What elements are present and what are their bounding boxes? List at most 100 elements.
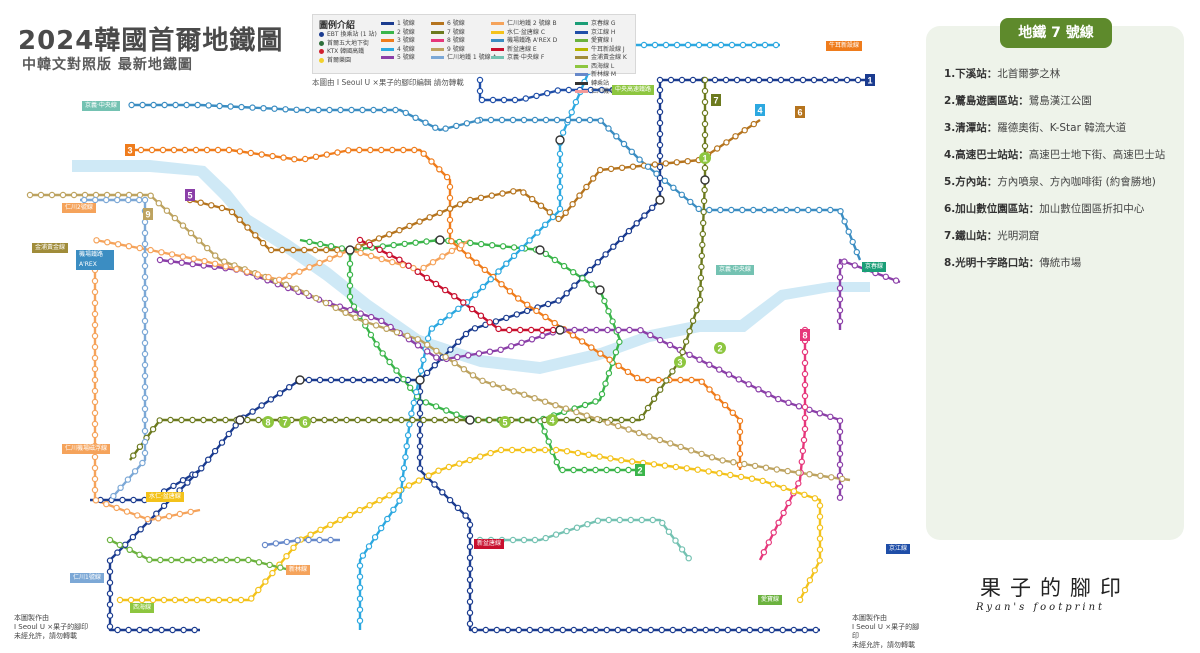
station-marker bbox=[644, 404, 652, 412]
station-marker bbox=[110, 492, 117, 500]
station-marker bbox=[686, 351, 693, 358]
station-marker bbox=[429, 259, 437, 266]
station-marker bbox=[466, 576, 474, 584]
station-marker bbox=[656, 76, 664, 84]
station-marker bbox=[147, 192, 154, 199]
station-marker bbox=[233, 265, 240, 273]
station-marker bbox=[366, 502, 373, 509]
station-marker bbox=[356, 584, 364, 591]
station-marker bbox=[454, 353, 461, 361]
station-marker bbox=[487, 449, 494, 457]
station-marker bbox=[662, 41, 670, 49]
station-marker bbox=[136, 551, 143, 559]
list-item: 6.加山數位園區站：加山數位園區折扣中心 bbox=[944, 203, 1145, 215]
station-marker bbox=[656, 86, 664, 94]
station-marker bbox=[179, 556, 186, 564]
station-marker bbox=[203, 244, 211, 252]
station-marker bbox=[592, 398, 599, 405]
station-marker bbox=[191, 626, 198, 634]
station-marker bbox=[497, 446, 505, 454]
station-marker bbox=[708, 454, 716, 461]
station-marker bbox=[816, 502, 824, 509]
station-marker bbox=[748, 475, 756, 482]
station-marker bbox=[772, 206, 779, 214]
station-marker bbox=[607, 455, 614, 462]
station-marker bbox=[114, 626, 121, 634]
station-marker bbox=[836, 318, 844, 325]
station-marker bbox=[706, 386, 713, 393]
station-marker bbox=[586, 266, 594, 274]
station-marker bbox=[404, 332, 411, 339]
station-marker bbox=[801, 425, 809, 433]
station-marker bbox=[596, 453, 603, 460]
station-marker bbox=[796, 596, 804, 604]
station-marker bbox=[141, 262, 149, 270]
station-marker bbox=[91, 431, 99, 439]
station-marker bbox=[474, 117, 481, 124]
station-marker bbox=[91, 387, 99, 395]
station-marker bbox=[446, 496, 454, 504]
station-marker bbox=[321, 416, 328, 424]
station-marker bbox=[91, 299, 99, 307]
legend-line: 6 號線 bbox=[431, 20, 465, 28]
station-marker bbox=[171, 596, 179, 604]
tag-gyeongchun: 京春線 bbox=[862, 262, 887, 272]
station-marker bbox=[261, 541, 269, 549]
station-marker bbox=[694, 466, 701, 473]
station-marker bbox=[816, 513, 824, 520]
line7-highlight-marker: 8 bbox=[262, 416, 274, 428]
station-marker bbox=[513, 311, 521, 318]
station-marker bbox=[711, 76, 719, 84]
station-marker bbox=[464, 252, 472, 259]
station-marker bbox=[359, 552, 367, 559]
station-marker bbox=[585, 451, 592, 458]
station-marker bbox=[197, 199, 204, 206]
station-marker bbox=[123, 508, 131, 515]
station-marker bbox=[678, 191, 686, 198]
station-marker bbox=[136, 191, 144, 199]
station-marker bbox=[432, 124, 439, 131]
station-marker bbox=[412, 239, 419, 246]
station-marker bbox=[770, 529, 777, 536]
station-marker bbox=[572, 98, 580, 106]
station-marker bbox=[472, 291, 479, 298]
station-marker bbox=[801, 403, 809, 411]
station-marker bbox=[347, 306, 354, 314]
station-marker bbox=[788, 76, 796, 84]
station-marker bbox=[141, 229, 149, 237]
station-marker bbox=[465, 352, 472, 359]
station-marker bbox=[583, 183, 590, 191]
station-marker bbox=[629, 416, 636, 424]
station-marker bbox=[744, 76, 752, 84]
station-marker bbox=[603, 466, 610, 474]
station-marker bbox=[125, 242, 133, 250]
tag-central-north: 中央高速鐵路 bbox=[612, 85, 655, 95]
station-marker bbox=[552, 531, 560, 538]
station-marker bbox=[836, 494, 844, 501]
station-marker bbox=[116, 541, 124, 549]
panel-list: 1.下溪站：北首爾夢之林 2.鷺島遊園區站：鷺島漢江公園 3.清潭站：羅德奧街、… bbox=[944, 66, 1176, 282]
station-marker bbox=[255, 586, 262, 594]
station-marker bbox=[454, 504, 462, 512]
station-marker bbox=[750, 206, 757, 214]
station-marker bbox=[91, 196, 99, 204]
station-marker bbox=[81, 191, 89, 199]
station-marker bbox=[678, 546, 686, 553]
station-marker bbox=[475, 350, 483, 357]
station-marker bbox=[811, 567, 819, 574]
station-marker bbox=[283, 538, 290, 546]
station-marker bbox=[529, 195, 536, 203]
station-marker bbox=[201, 556, 208, 564]
station-marker bbox=[701, 164, 709, 172]
station-marker bbox=[362, 318, 369, 326]
station-marker bbox=[26, 191, 34, 199]
tag-gyeonggang: 京江線 bbox=[886, 544, 911, 554]
station-marker bbox=[403, 443, 410, 450]
station-marker bbox=[372, 322, 380, 329]
station-marker bbox=[127, 596, 135, 604]
station-marker bbox=[849, 238, 856, 246]
station-marker bbox=[689, 317, 697, 324]
legend-title: 圖例介紹 bbox=[319, 21, 356, 31]
station-marker bbox=[371, 534, 379, 541]
station-marker bbox=[366, 241, 373, 249]
